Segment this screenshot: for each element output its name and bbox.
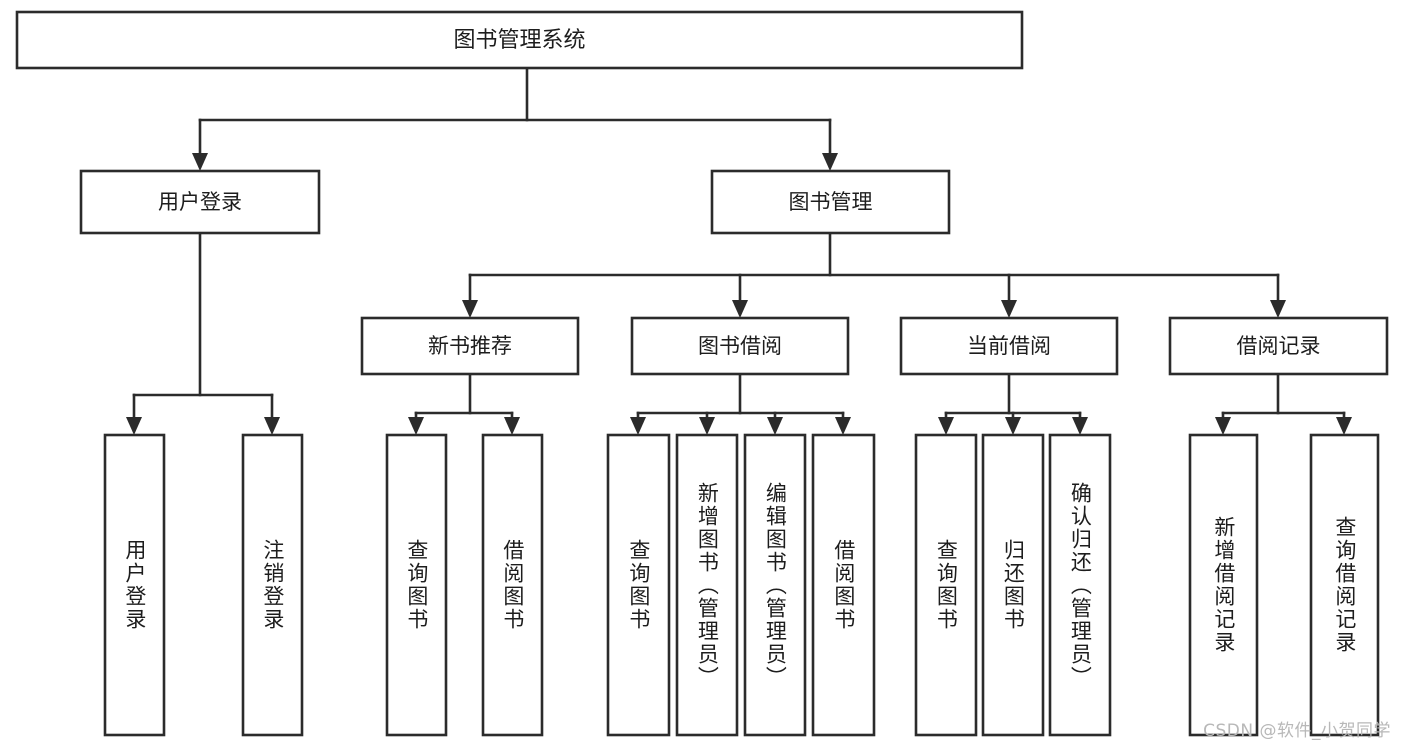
node-box-leaf-9[interactable] [981,433,1045,737]
edge-borrow-to-leaves-arrow-0 [630,417,646,435]
node-box-level3-3[interactable] [1168,316,1389,376]
node-box-leaf-0[interactable] [103,433,166,737]
node-box-leaf-8[interactable] [914,433,978,737]
node-label-level3-1: 图书借阅 [698,334,782,358]
node-box-leaf-7[interactable] [811,433,876,737]
node-box-leaf-1[interactable] [241,433,304,737]
edge-bookmgmt-to-level3-arrow-2 [1001,300,1017,318]
edge-root-to-level2-arrow-0 [192,153,208,171]
edge-userlogin-to-leaves-arrow-1 [264,417,280,435]
node-box-level3-2[interactable] [899,316,1119,376]
node-box-leaf-12[interactable] [1309,433,1380,737]
watermark-text: CSDN @软件_小贺同学 [1203,721,1391,741]
edge-userlogin-to-leaves-arrow-0 [126,417,142,435]
node-box-leaf-5[interactable] [675,433,739,737]
node-box-leaf-2[interactable] [385,433,448,737]
node-box-level3-0[interactable] [360,316,580,376]
node-label-level3-2: 当前借阅 [967,334,1051,358]
edge-bookmgmt-to-level3-arrow-1 [732,300,748,318]
node-label-level3-3: 借阅记录 [1237,334,1321,358]
node-box-leaf-6[interactable] [743,433,807,737]
node-box-level2-0[interactable] [79,169,321,235]
edge-current-to-leaves-arrow-1 [1005,417,1021,435]
node-box-level3-1[interactable] [630,316,850,376]
node-box-leaf-11[interactable] [1188,433,1259,737]
node-box-level2-1[interactable] [710,169,951,235]
node-label-level3-0: 新书推荐 [428,334,512,358]
edge-borrow-to-leaves-arrow-2 [767,417,783,435]
edge-record-to-leaves-arrow-0 [1215,417,1231,435]
node-box-leaf-4[interactable] [606,433,671,737]
node-box-root[interactable] [15,10,1024,70]
edge-root-to-level2-arrow-1 [822,153,838,171]
edge-current-to-leaves-arrow-2 [1072,417,1088,435]
connector-edges [126,66,1352,435]
node-box-leaf-10[interactable] [1048,433,1112,737]
edge-borrow-to-leaves-arrow-3 [835,417,851,435]
edge-bookmgmt-to-level3-arrow-0 [462,300,478,318]
node-box-leaf-3[interactable] [481,433,544,737]
edge-newbook-to-leaves-arrow-0 [408,417,424,435]
edge-bookmgmt-to-level3-arrow-3 [1270,300,1286,318]
edge-record-to-leaves-arrow-1 [1336,417,1352,435]
node-label-level2-0: 用户登录 [158,190,242,214]
node-label-root: 图书管理系统 [453,28,585,53]
edge-current-to-leaves-arrow-0 [938,417,954,435]
edge-borrow-to-leaves-arrow-1 [699,417,715,435]
edge-newbook-to-leaves-arrow-1 [504,417,520,435]
node-label-level2-1: 图书管理 [789,190,873,214]
node-boxes [15,10,1389,737]
